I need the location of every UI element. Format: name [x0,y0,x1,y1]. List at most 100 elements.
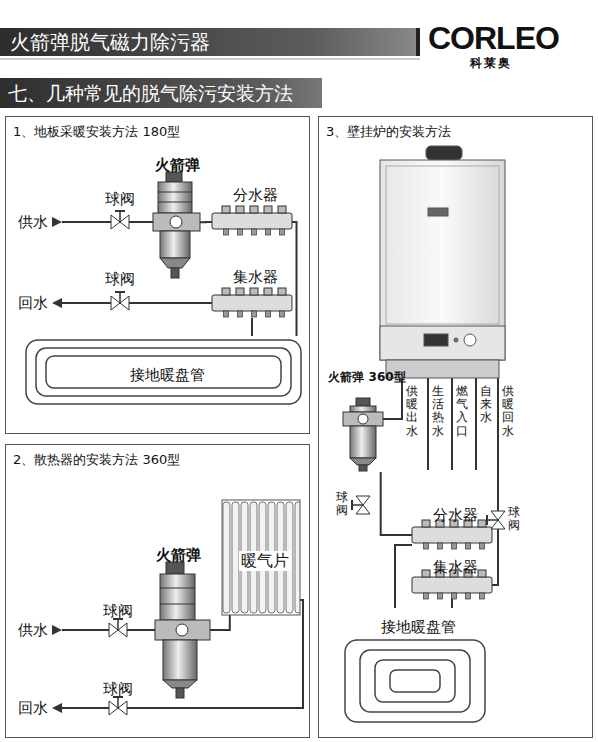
wall-boiler [380,326,505,360]
separator-360 [160,574,195,620]
node-text: 分水器 [433,506,478,524]
part-label: 球阀 [103,602,133,620]
radiator-box: 暖气片 [222,500,300,615]
pipe-connector [451,598,453,608]
radiator [222,500,300,615]
pipe-connector [292,222,297,336]
flow-arrow [52,217,62,227]
separator-box: 火箭弹 [148,150,200,280]
vertical-label: 球阀 [508,506,520,532]
method-panel: 3、壁挂炉的安装方法火箭弹 360型分水器集水器接地暖盘管 [318,116,593,738]
brand-logo: 科莱奥 [470,56,512,70]
manifold-box: 集水器 [412,552,492,598]
separator-360 [356,398,370,406]
wall-boiler [380,146,505,378]
header-band [0,28,420,59]
brand-logo: CORLEO [428,20,559,56]
separator-360 [176,688,184,698]
separator-360 [343,398,383,471]
separator-360 [358,414,368,424]
manifold-box: 分水器 [412,500,492,550]
vertical-label: 燃气入口 [456,385,468,438]
separator-360 [359,465,367,471]
method-panel: 1、地板采暖安装方法 180型火箭弹分水器集水器接地暖盘管 [5,116,310,434]
separator-360 [155,620,210,640]
separator-360 [160,604,195,605]
radiator [222,500,300,615]
floor-coil [36,348,291,396]
node-text: 七、几种常见的脱气除污安装方法 [8,81,293,105]
pipes [475,378,477,470]
page-title: 火箭弹脱气磁力除污器 [10,29,210,55]
separator-180 [160,231,190,258]
node-text: 2、散热器的安装方法 360型 [13,451,180,468]
part-label: 球阀 [105,270,135,288]
vertical-label: 自来水 [480,385,492,425]
separator-box: 火箭弹 360型 [322,364,405,472]
separator-180 [170,216,182,228]
ball-valve [352,496,370,514]
pipes [383,378,402,419]
wall-boiler [424,334,448,346]
separator-360 [160,588,195,589]
separator-180 [171,268,179,278]
node-text: 火箭弹 [155,156,200,174]
node-text: 火箭弹 [156,546,201,564]
pipes [451,378,453,470]
header-band [0,28,420,56]
vertical-label: 供暖回水 [502,385,514,438]
wall-boiler [386,166,499,324]
floor-coil [345,640,485,722]
manifold [212,288,292,317]
ball-valve [111,211,129,229]
wall-boiler [380,160,505,360]
part-label: 供水 [18,213,48,231]
wall-boiler [428,208,448,216]
ball-valve [109,697,127,715]
separator-180 [158,202,192,203]
ball-valve [111,292,129,310]
separator-360 [350,458,376,465]
part-label: 球阀 [103,680,133,698]
node-text: 集水器 [233,268,278,286]
node-text: 3、壁挂炉的安装方法 [326,123,451,140]
part-label: 球阀 [105,190,135,208]
node-text: 接地暖盘管 [379,618,458,636]
separator-360 [350,426,376,458]
node-text: 火箭弹 360型 [328,370,405,384]
vertical-label: 球阀 [336,491,348,517]
separator-180 [153,172,200,278]
header-band [0,59,420,60]
part-label: 回水 [18,699,48,717]
part-label: 回水 [18,294,48,312]
manifold [212,206,292,235]
floor-coil-box: 接地暖盘管 [335,608,495,728]
ball-valve [487,511,505,529]
wall-boiler [464,334,476,346]
pipe-connector [381,472,412,535]
node-text: 集水器 [433,558,478,576]
separator-180 [158,182,192,213]
flow-arrow [52,703,62,713]
pipe-connector [251,318,253,336]
floor-coil-box: 接地暖盘管 [22,336,305,408]
separator-180 [153,213,200,231]
part-label: 供水 [18,621,48,639]
pipe-connector [395,545,412,608]
manifold-box: 分水器 [212,180,292,236]
floor-coil [390,670,440,692]
node-text: 暖气片 [239,551,291,571]
separator-360 [155,562,210,698]
manifold [412,520,492,549]
flow-arrow [52,625,62,635]
node-text: 1、地板采暖安装方法 180型 [13,123,180,140]
floor-coil [26,340,301,404]
wall-boiler [426,146,462,160]
node-text: 接地暖盘管 [128,366,207,384]
floor-coil [46,356,281,388]
pipes [427,378,429,470]
separator-box: 火箭弹 [140,540,210,705]
pipe-connector [200,221,212,223]
